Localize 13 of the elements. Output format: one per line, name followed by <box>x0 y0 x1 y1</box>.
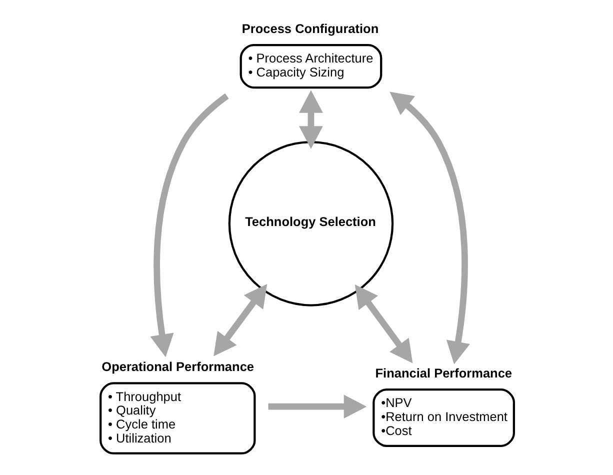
arrow <box>298 90 322 149</box>
node-label: Financial Performance <box>374 365 512 380</box>
arrow <box>150 93 228 358</box>
node-box: • Process Architecture • Capacity Sizing <box>239 44 382 89</box>
node-label: Operational Performance <box>101 359 254 374</box>
arrow <box>268 394 366 419</box>
node-box: •NPV •Return on Investment •Cost <box>372 388 514 447</box>
node-circle: Technology Selection <box>228 141 394 306</box>
arrow <box>213 284 267 356</box>
arrow <box>389 92 470 364</box>
node-label: Process Configuration <box>241 20 378 36</box>
arrow <box>354 284 412 364</box>
node-box: • Throughput • Quality • Cycle time • Utilization <box>99 382 256 454</box>
